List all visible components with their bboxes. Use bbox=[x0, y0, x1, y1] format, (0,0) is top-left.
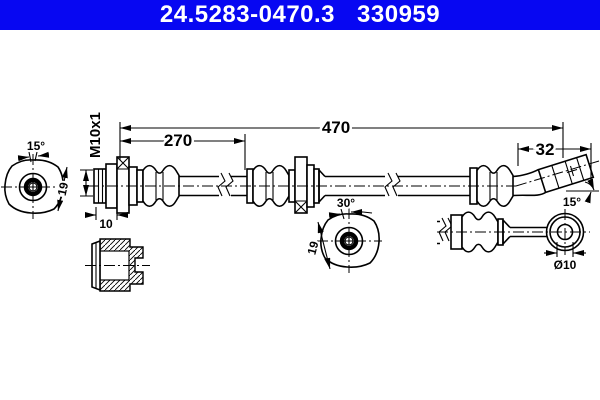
left-angle-text: 15° bbox=[27, 139, 45, 153]
part-number: 24.5283-0470.3 bbox=[159, 1, 336, 28]
dim-overall-length-text: 470 bbox=[322, 118, 350, 137]
socket-section-view bbox=[85, 238, 150, 292]
dimension-overall-length: 470 bbox=[119, 116, 564, 160]
hose-break bbox=[384, 172, 401, 199]
dim-end-fitting-text: 32 bbox=[536, 140, 555, 159]
dim-first-section-text: 270 bbox=[164, 131, 192, 150]
catalog-number: 330959 bbox=[357, 1, 441, 28]
left-end-view: 15° 19 bbox=[1, 137, 73, 219]
mid-angle-text: 30° bbox=[337, 196, 355, 210]
middle-bracket-fitting bbox=[246, 156, 326, 214]
dimension-thread-length: 10 bbox=[85, 207, 128, 233]
title-bar: 24.5283-0470.3 330959 bbox=[0, 0, 600, 30]
thread-spec-text: M10x1 bbox=[87, 112, 104, 158]
dimension-thread-spec: M10x1 bbox=[80, 112, 104, 197]
banjo-bore-text: Ø10 bbox=[554, 258, 577, 272]
left-width-text: 19 bbox=[55, 181, 72, 197]
dim-thread-length-text: 10 bbox=[99, 217, 113, 231]
main-side-view bbox=[88, 153, 600, 214]
right-angle-text: 15° bbox=[563, 195, 581, 209]
mid-end-view: 30° 19 bbox=[303, 194, 382, 273]
dimension-end-fitting: 32 bbox=[517, 138, 592, 184]
dimension-right-angle: 15° bbox=[561, 178, 599, 211]
mid-width-text: 19 bbox=[305, 239, 322, 256]
left-fitting bbox=[93, 156, 144, 214]
dimension-first-section: 270 bbox=[120, 129, 246, 170]
banjo-end-view: Ø10 bbox=[437, 209, 590, 274]
